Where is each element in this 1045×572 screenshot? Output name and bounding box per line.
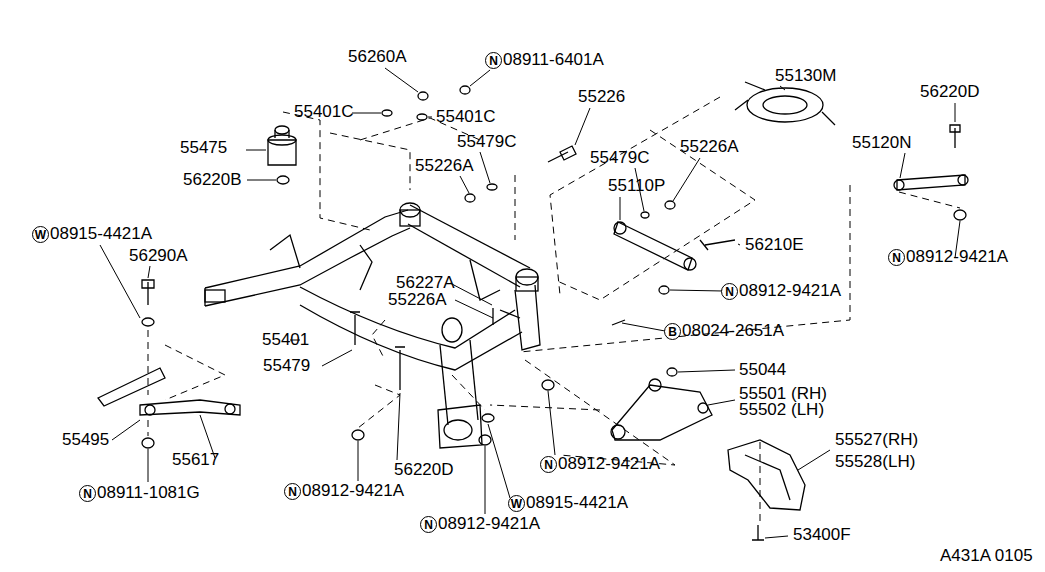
circle-letter: N bbox=[83, 488, 92, 500]
circled-letter: W bbox=[508, 495, 525, 512]
circle-letter: W bbox=[35, 229, 46, 241]
circled-letter: B bbox=[664, 323, 681, 340]
part-number: 56260A bbox=[348, 47, 407, 67]
part-number: 08912-9421A bbox=[906, 247, 1008, 267]
part-number: 55401 bbox=[262, 330, 309, 350]
part-number: 08912-9421A bbox=[739, 281, 841, 301]
part-number: 55495 bbox=[62, 430, 109, 450]
part-number: 56290A bbox=[129, 246, 188, 266]
circle-letter: N bbox=[544, 459, 553, 471]
circle-letter: N bbox=[424, 519, 433, 531]
circled-letter: N bbox=[540, 456, 557, 473]
circled-letter: N bbox=[721, 283, 738, 300]
part-number: 55044 bbox=[739, 360, 786, 380]
part-number: 55502 (LH) bbox=[739, 400, 824, 420]
circled-letter: N bbox=[888, 249, 905, 266]
circle-letter: N bbox=[288, 486, 297, 498]
part-number: 08911-1081G bbox=[97, 483, 200, 503]
circle-letter: N bbox=[489, 55, 498, 67]
circled-letter: W bbox=[32, 226, 49, 243]
part-number: 08024-2651A bbox=[682, 321, 784, 341]
part-number: 56220D bbox=[920, 82, 980, 102]
part-number: 55226A bbox=[680, 137, 739, 157]
circle-letter: B bbox=[668, 326, 677, 338]
figure-code: A431A 0105 bbox=[940, 546, 1033, 566]
part-number: 08915-4421A bbox=[526, 493, 628, 513]
part-number: 55226 bbox=[578, 87, 625, 107]
circle-letter: W bbox=[511, 498, 522, 510]
circle-letter: N bbox=[892, 252, 901, 264]
part-number: 55479 bbox=[263, 356, 310, 376]
part-number: 08912-9421A bbox=[302, 481, 404, 501]
part-number: 55401C bbox=[436, 107, 496, 127]
part-number: 55226A bbox=[415, 156, 474, 176]
circle-letter: N bbox=[725, 286, 734, 298]
part-number: 55617 bbox=[172, 450, 219, 470]
part-number: 55401C bbox=[294, 102, 354, 122]
circled-letter: N bbox=[420, 516, 437, 533]
part-number: 55130M bbox=[775, 66, 836, 86]
part-number: 56220D bbox=[394, 460, 454, 480]
part-number: 55475 bbox=[180, 138, 227, 158]
circled-letter: N bbox=[79, 485, 96, 502]
part-number: 55528(LH) bbox=[835, 452, 915, 472]
part-number: 55120N bbox=[852, 133, 912, 153]
part-number: 08912-9421A bbox=[558, 454, 660, 474]
part-number: 55110P bbox=[608, 176, 665, 196]
circled-letter: N bbox=[284, 483, 301, 500]
part-number: 55479C bbox=[457, 132, 517, 152]
part-number: 55527(RH) bbox=[835, 430, 918, 450]
part-number: 53400F bbox=[793, 525, 851, 545]
part-number: 08915-4421A bbox=[50, 224, 152, 244]
circled-letter: N bbox=[485, 52, 502, 69]
part-number: 08912-9421A bbox=[438, 514, 540, 534]
part-number: 08911-6401A bbox=[503, 50, 604, 70]
part-number: 56210E bbox=[745, 235, 804, 255]
part-number: 55479C bbox=[590, 148, 650, 168]
part-number: 55226A bbox=[388, 290, 447, 310]
part-number: 56220B bbox=[183, 170, 242, 190]
